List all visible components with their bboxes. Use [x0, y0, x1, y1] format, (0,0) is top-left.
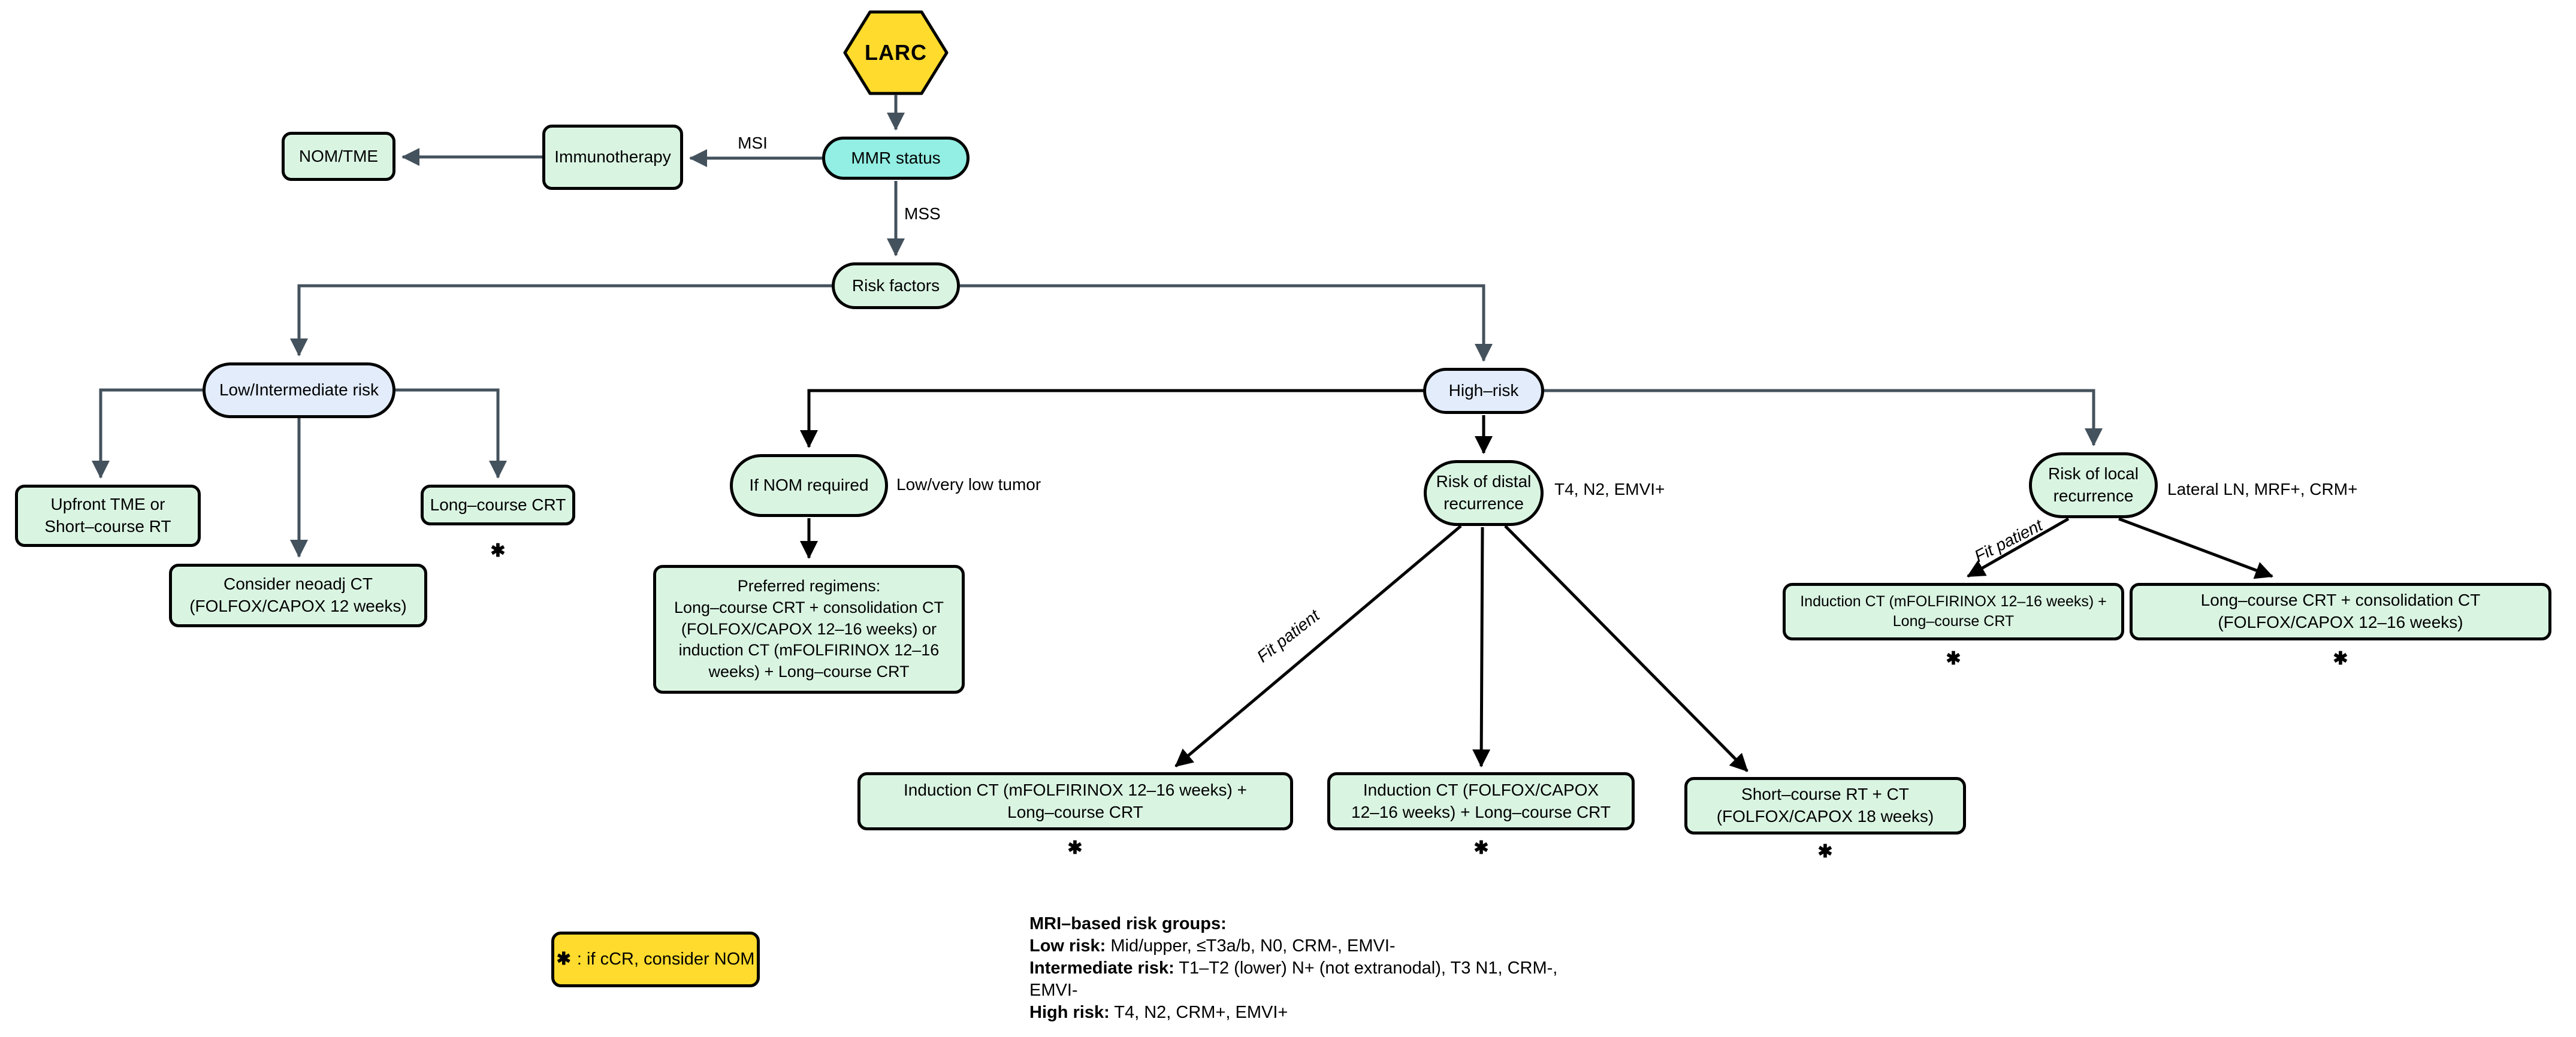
edge-label-low-tumor: Low/very low tumor	[894, 474, 1044, 495]
edge-label-lateral-ln: Lateral LN, MRF+, CRM+	[2165, 479, 2360, 500]
node-short-course-rt-ct: Short–course RT + CT (FOLFOX/CAPOX 18 we…	[1684, 777, 1966, 835]
edge-lowint-longcrt	[395, 388, 507, 479]
legend-line-emvi: EMVI-	[1029, 981, 1078, 1000]
node-mmr-status: MMR status	[822, 137, 970, 180]
edge-label-mss: MSS	[902, 204, 943, 224]
node-consider-neoadj: Consider neoadj CT (FOLFOX/CAPOX 12 week…	[169, 564, 427, 627]
node-larc: LARC	[865, 40, 927, 65]
asterisk-induction-mfolfirinox-distal: ✱	[1067, 838, 1083, 858]
edge-riskfactors-highrisk	[960, 284, 1493, 362]
node-risk-local-recurrence: Risk of local recurrence	[2029, 452, 2158, 518]
legend-line-title: MRI–based risk groups:	[1029, 914, 1227, 933]
node-immunotherapy: Immunotherapy	[542, 125, 683, 190]
edge-local-longcons	[2118, 517, 2273, 579]
larc-hexagon-shape	[843, 10, 949, 95]
node-upfront-tme: Upfront TME or Short–course RT	[15, 485, 201, 547]
edge-lowint-upfront	[92, 388, 203, 479]
legend-line-high: High risk: T4, N2, CRM+, EMVI+	[1029, 1003, 1288, 1022]
node-induction-mfolfirinox-distal: Induction CT (mFOLFIRINOX 12–16 weeks) +…	[857, 772, 1293, 830]
edge-local-induction	[1967, 517, 2070, 578]
edge-distal-shortcourse	[1504, 525, 1748, 772]
node-induction-mfolfirinox-local: Induction CT (mFOLFIRINOX 12–16 weeks) +…	[1783, 583, 2124, 640]
node-if-nom-required: If NOM required	[730, 454, 888, 517]
asterisk-short-course-rt-ct: ✱	[1817, 842, 1833, 861]
node-induction-folfox-distal: Induction CT (FOLFOX/CAPOX 12–16 weeks) …	[1327, 772, 1635, 830]
legend-line-intermediate: Intermediate risk: T1–T2 (lower) N+ (not…	[1029, 959, 1558, 978]
asterisk-long-course-consolidation: ✱	[2333, 649, 2348, 669]
legend-asterisk-text: : if cCR, consider NOM	[576, 950, 755, 969]
edge-label-t4-n2-emvi: T4, N2, EMVI+	[1552, 479, 1668, 500]
legend-asterisk-symbol: ✱	[556, 950, 571, 969]
legend-line-low: Low risk: Mid/upper, ≤T3a/b, N0, CRM-, E…	[1029, 936, 1396, 956]
edge-distal-mfolfirinox	[1174, 525, 1462, 767]
node-nom-tme: NOM/TME	[282, 132, 395, 181]
node-risk-factors: Risk factors	[832, 262, 960, 309]
legend-asterisk-box: ✱ : if cCR, consider NOM	[551, 932, 760, 987]
edge-riskfactors-lowint	[290, 284, 832, 357]
edge-label-msi: MSI	[735, 133, 770, 153]
edge-highrisk-ifnom	[800, 389, 1423, 449]
node-long-course-consolidation: Long–course CRT + consolidation CT (FOLF…	[2130, 583, 2551, 640]
node-low-intermediate-risk: Low/Intermediate risk	[203, 362, 395, 418]
edge-highrisk-local	[1544, 389, 2103, 447]
node-risk-distal-recurrence: Risk of distal recurrence	[1424, 460, 1544, 526]
asterisk-long-course-crt: ✱	[490, 541, 506, 561]
asterisk-induction-mfolfirinox-local: ✱	[1946, 649, 1961, 669]
node-preferred-regimens: Preferred regimens: Long–course CRT + co…	[653, 565, 965, 694]
node-high-risk: High–risk	[1423, 368, 1544, 414]
mri-risk-groups-legend: MRI–based risk groups: Low risk: Mid/upp…	[1029, 913, 1748, 1024]
node-long-course-crt: Long–course CRT	[421, 485, 575, 525]
edge-distal-folfox	[1472, 527, 1491, 767]
asterisk-induction-folfox-distal: ✱	[1473, 838, 1489, 858]
